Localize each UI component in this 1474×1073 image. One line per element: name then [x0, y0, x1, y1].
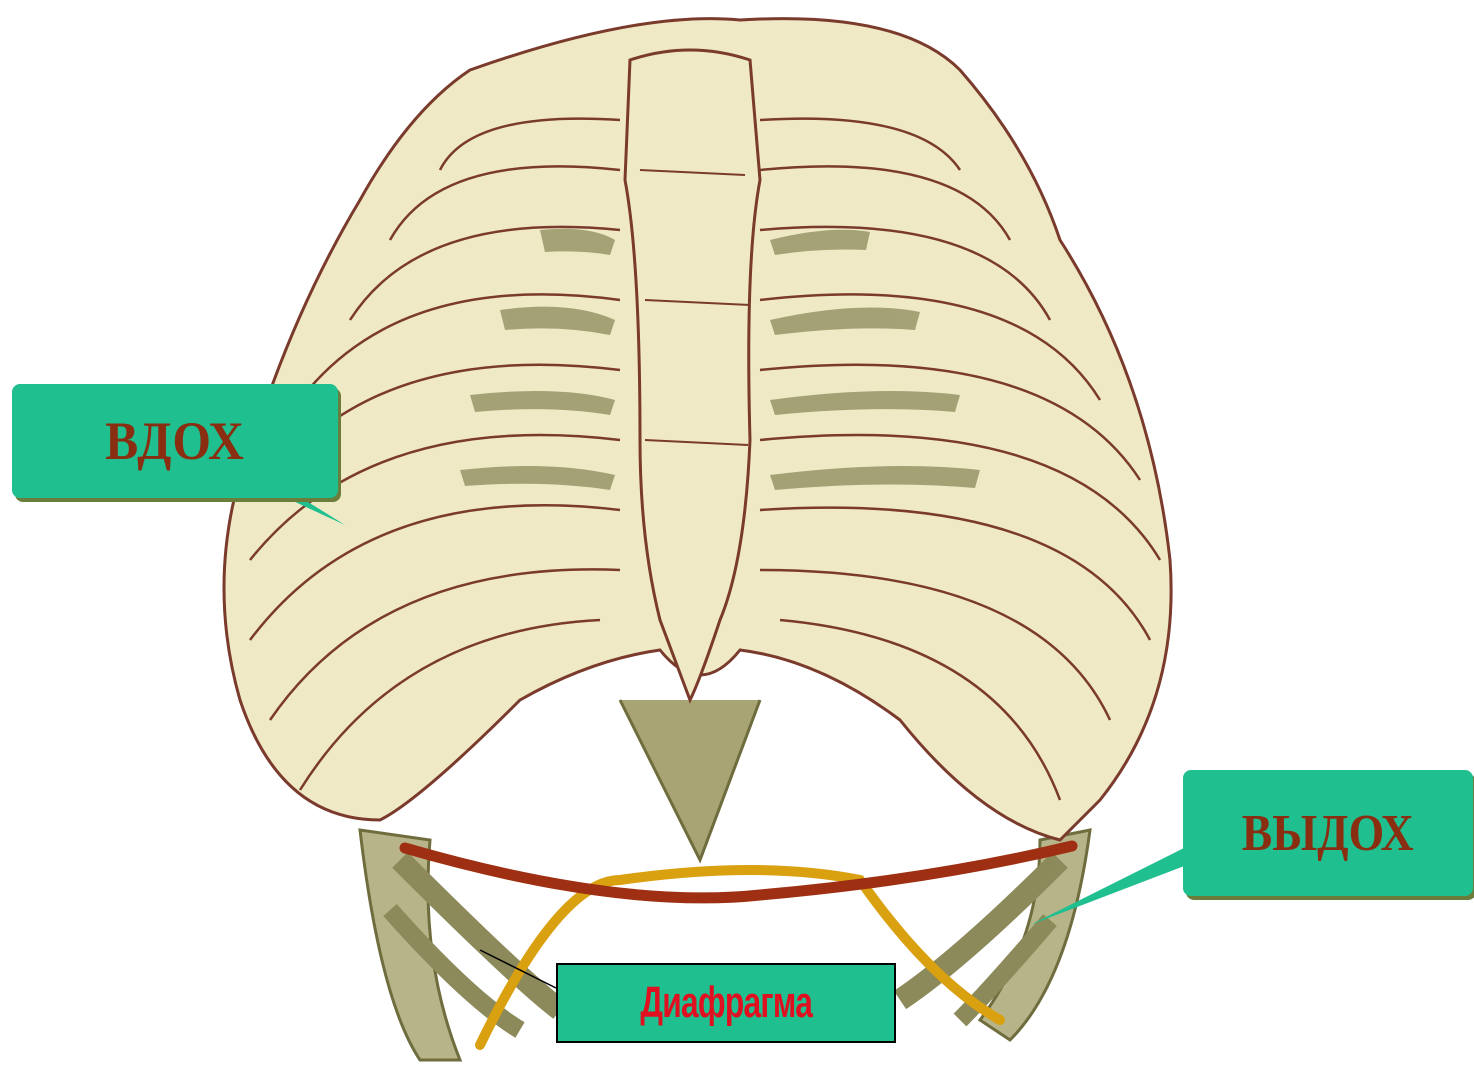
exhale-text: ВЫДОХ: [1242, 804, 1414, 863]
exhale-label: ВЫДОХ: [1183, 770, 1473, 896]
diaphragm-text: Диафрагма: [640, 978, 812, 1028]
inhale-label: ВДОХ: [12, 384, 338, 498]
diaphragm-label: Диафрагма: [556, 963, 896, 1043]
inhale-text: ВДОХ: [105, 410, 245, 472]
